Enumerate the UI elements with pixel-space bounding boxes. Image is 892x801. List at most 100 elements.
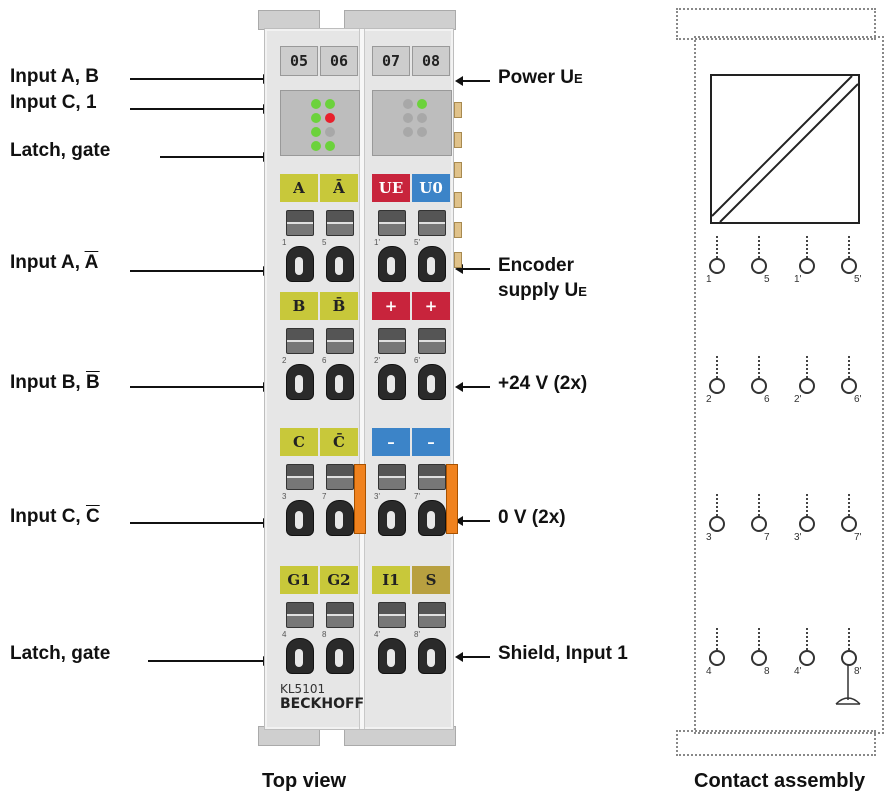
wire-entry[interactable] <box>326 246 354 282</box>
side-contact <box>454 162 462 178</box>
terminal-tag: B <box>280 292 318 320</box>
wire-entry[interactable] <box>326 638 354 674</box>
pin-number: 8 <box>322 630 327 639</box>
pin-number: 2 <box>282 356 287 365</box>
housing-divider <box>359 29 365 729</box>
pin-number: 7 <box>322 492 327 501</box>
arrow-input-a-b <box>130 74 271 84</box>
side-contact <box>454 252 462 268</box>
terminal-tag: S <box>412 566 450 594</box>
led-off <box>403 127 413 137</box>
terminal-top-view: 05 06 07 08 A Ā UE U0 1 5 1' 5' B <box>252 10 462 750</box>
ground-icon <box>835 664 861 705</box>
led-off <box>417 113 427 123</box>
wire-entry[interactable] <box>418 500 446 536</box>
release-slot[interactable] <box>286 602 314 628</box>
wire-entry[interactable] <box>378 638 406 674</box>
release-slot[interactable] <box>286 464 314 490</box>
terminal-tag: UE <box>372 174 410 202</box>
wire-entry[interactable] <box>418 364 446 400</box>
contact-pin <box>709 516 725 532</box>
contact-pin-label: 5 <box>764 274 770 285</box>
contact-pin <box>799 516 815 532</box>
label-power: Power UE <box>498 67 583 88</box>
release-slot[interactable] <box>418 464 446 490</box>
release-slot[interactable] <box>326 602 354 628</box>
arrow-input-b-bbar <box>130 382 271 392</box>
release-slot[interactable] <box>418 602 446 628</box>
contact-lead <box>716 236 718 258</box>
pin-number: 6 <box>322 356 327 365</box>
release-slot[interactable] <box>418 328 446 354</box>
channel-number: 05 <box>280 46 318 76</box>
pin-number: 8' <box>414 630 420 639</box>
contact-pin <box>841 516 857 532</box>
contact-pin-label: 7 <box>764 532 770 543</box>
led-panel-left <box>280 90 360 156</box>
label-encoder-line2: supply UE <box>498 280 587 301</box>
release-slot[interactable] <box>326 464 354 490</box>
contact-pin-label: 1' <box>794 274 802 285</box>
contact-pin <box>751 650 767 666</box>
wire-entry[interactable] <box>286 500 314 536</box>
terminal-tag: U0 <box>412 174 450 202</box>
contact-lead <box>758 494 760 516</box>
contact-pin-label: 8' <box>854 666 862 677</box>
pin-number: 1 <box>282 238 287 247</box>
contact-assembly: 1 5 1' 5' 2 6 2' 6' 3 7 3' 7' 4 8 4' 8' <box>666 0 892 760</box>
contact-pin-label: 6' <box>854 394 862 405</box>
side-contact <box>454 132 462 148</box>
led-off <box>403 113 413 123</box>
label-plus24: +24 V (2x) <box>498 373 588 394</box>
wire-entry[interactable] <box>418 638 446 674</box>
contact-outline-bottom <box>676 730 876 756</box>
contact-lead <box>716 356 718 378</box>
release-slot[interactable] <box>326 328 354 354</box>
wire-entry[interactable] <box>418 246 446 282</box>
contact-pin-label: 4 <box>706 666 712 677</box>
terminal-tag: – <box>372 428 410 456</box>
wire-entry[interactable] <box>326 364 354 400</box>
wire-entry[interactable] <box>378 364 406 400</box>
led-green <box>311 99 321 109</box>
terminal-tag: – <box>412 428 450 456</box>
terminal-tag: B̄ <box>320 292 358 320</box>
wire-entry[interactable] <box>378 246 406 282</box>
release-slot[interactable] <box>378 602 406 628</box>
contact-pin-label: 4' <box>794 666 802 677</box>
channel-number: 08 <box>412 46 450 76</box>
release-slot[interactable] <box>286 210 314 236</box>
release-slot[interactable] <box>378 328 406 354</box>
label-latch-gate-top: Latch, gate <box>10 140 111 161</box>
electronics-block <box>710 74 860 224</box>
contact-lead <box>716 628 718 650</box>
label-shield: Shield, Input 1 <box>498 643 628 664</box>
arrow-power <box>455 76 490 86</box>
release-slot[interactable] <box>326 210 354 236</box>
contact-pin <box>841 378 857 394</box>
pin-number: 5 <box>322 238 327 247</box>
release-slot[interactable] <box>378 210 406 236</box>
wire-entry[interactable] <box>286 246 314 282</box>
pin-number: 4' <box>374 630 380 639</box>
caption-top-view: Top view <box>262 770 347 792</box>
wire-entry[interactable] <box>286 364 314 400</box>
led-green <box>325 141 335 151</box>
contact-lead <box>716 494 718 516</box>
terminal-tag: I1 <box>372 566 410 594</box>
arrow-latch-gate-top <box>160 152 271 162</box>
label-zero-v: 0 V (2x) <box>498 507 566 528</box>
release-slot[interactable] <box>418 210 446 236</box>
contact-pin <box>709 650 725 666</box>
arrow-input-c-cbar <box>130 518 271 528</box>
release-slot[interactable] <box>286 328 314 354</box>
release-slot[interactable] <box>378 464 406 490</box>
contact-pin-label: 5' <box>854 274 862 285</box>
label-input-a-b: Input A, B <box>10 66 99 87</box>
wire-entry[interactable] <box>326 500 354 536</box>
pin-number: 4 <box>282 630 287 639</box>
contact-lead <box>806 494 808 516</box>
wire-entry[interactable] <box>286 638 314 674</box>
wire-entry[interactable] <box>378 500 406 536</box>
pin-number: 7' <box>414 492 420 501</box>
